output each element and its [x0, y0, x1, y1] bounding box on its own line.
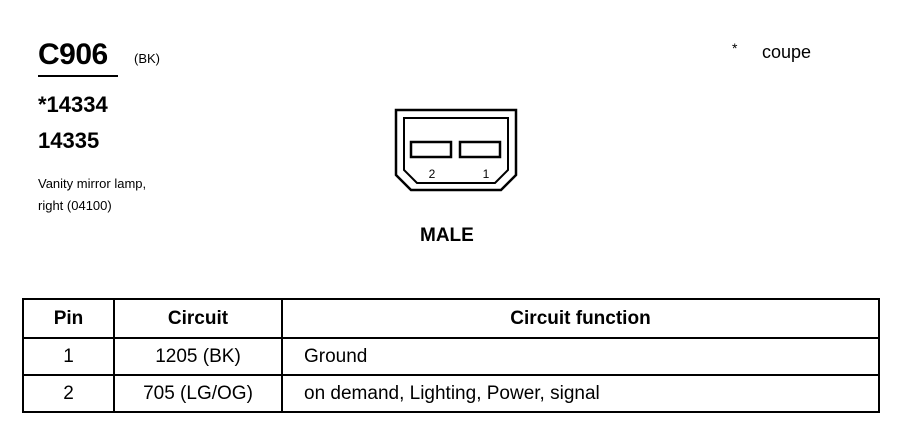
connector-color-code: (BK) [134, 51, 160, 66]
connector-id: C906 [38, 38, 108, 71]
part-number-2: 14335 [38, 128, 100, 153]
cell-circuit: 1205 (BK) [113, 337, 283, 376]
connector-description-line-1: Vanity mirror lamp, [38, 176, 147, 191]
connector-gender-label: MALE [420, 225, 474, 246]
table-row: 1 1205 (BK) Ground [22, 337, 880, 376]
cell-pin: 1 [22, 337, 115, 376]
cell-pin: 2 [22, 374, 115, 413]
pin-label-2: 2 [429, 167, 436, 181]
connector-description-line-2: right (04100) [38, 198, 112, 213]
cell-circuit: 705 (LG/OG) [113, 374, 283, 413]
connector-inner-shell [403, 117, 509, 184]
header-circuit-function: Circuit function [281, 298, 880, 339]
pin-table: Pin Circuit Circuit function 1 1205 (BK)… [22, 298, 880, 413]
connector-outer-shell [394, 108, 518, 192]
cell-circuit-function: Ground [281, 337, 880, 376]
table-row: 2 705 (LG/OG) on demand, Lighting, Power… [22, 374, 880, 413]
legend-symbol: * [732, 40, 738, 56]
pin-label-1: 1 [483, 167, 490, 181]
header-pin: Pin [22, 298, 115, 339]
table-header-row: Pin Circuit Circuit function [22, 298, 880, 339]
legend-text: coupe [762, 42, 812, 62]
connector-face-diagram: 2 1 [394, 108, 518, 192]
cell-circuit-function: on demand, Lighting, Power, signal [281, 374, 880, 413]
pin-cavity-2 [409, 140, 453, 159]
connector-id-underline [38, 75, 118, 77]
pin-cavity-1 [458, 140, 502, 159]
header-circuit: Circuit [113, 298, 283, 339]
part-number-1: *14334 [38, 92, 108, 117]
